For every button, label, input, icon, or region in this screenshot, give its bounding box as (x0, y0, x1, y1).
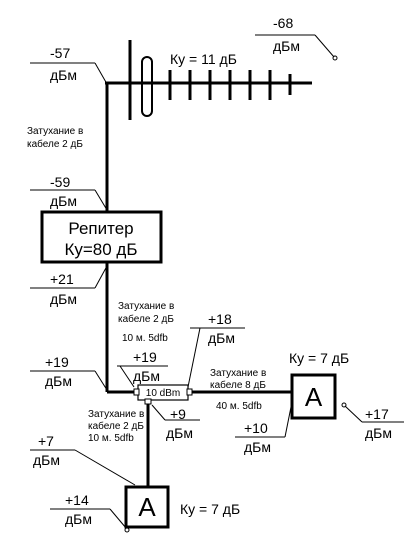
level-value: +21 (50, 271, 74, 287)
level-value: -59 (50, 174, 70, 190)
level-unit: дБм (33, 452, 60, 468)
splitter-label: 10 dBm (146, 388, 180, 399)
level-value: +7 (38, 433, 54, 449)
amp-bottom-gain: Ку = 7 дБ (180, 501, 240, 517)
note-line: кабеле 2 дБ (88, 420, 144, 432)
splitter-port-bottom (144, 398, 152, 405)
level-value: +9 (170, 406, 186, 422)
antenna-dipole (141, 56, 153, 117)
yagi-antenna (105, 40, 312, 120)
amp-right: A (290, 373, 337, 420)
splitter-port-right (186, 388, 193, 396)
repeater-box: Репитер Ку=80 дБ (40, 210, 163, 264)
note-line: Затухание в (88, 409, 144, 420)
level-repeater-out: +21 дБм (30, 265, 108, 307)
probe-point (124, 527, 130, 533)
level-value: +14 (65, 492, 89, 508)
antenna-gain: Ку = 11 дБ (170, 51, 237, 67)
level-amp-bottom-out: +14 дБм (50, 492, 130, 533)
note-line: кабеле 2 дБ (118, 313, 174, 325)
level-value: +19 (45, 354, 69, 370)
splitter-port-in (133, 388, 140, 396)
note-spec: 10 м. 5dfb (122, 333, 168, 344)
level-antenna-out: -57 дБм (30, 45, 108, 85)
level-value: +18 (208, 311, 232, 327)
level-value: +10 (244, 420, 268, 436)
level-repeater-in: -59 дБм (30, 174, 108, 211)
note-line: Затухание в (210, 368, 266, 379)
level-value: +19 (133, 349, 157, 365)
level-amp-bottom-in: +7 дБм (30, 433, 136, 486)
level-amp-right-out: +17 дБм (341, 402, 404, 441)
amp-bottom: A (124, 485, 170, 529)
cable-note-splitter-amp-right: Затухание в кабеле 8 дБ 40 м. 5dfb (210, 368, 266, 412)
amp-letter: A (138, 492, 156, 522)
level-unit: дБм (45, 373, 72, 389)
repeater-gain: Ку=80 дБ (64, 240, 137, 259)
level-splitter-in: +19 дБм (30, 354, 108, 391)
note-line: кабеле 2 дБ (27, 138, 83, 150)
level-unit: дБм (50, 291, 77, 307)
level-antenna-far: -68 дБм (255, 15, 338, 61)
cables (105, 83, 292, 487)
cable-note-antenna-repeater: Затухание в кабеле 2 дБ (27, 126, 83, 150)
probe-point (332, 55, 338, 61)
level-unit: дБм (244, 439, 271, 455)
level-value: -57 (50, 45, 70, 61)
note-line: Затухание в (118, 301, 174, 312)
level-unit: дБм (208, 330, 235, 346)
amp-right-gain: Ку = 7 дБ (289, 350, 349, 366)
repeater-name: Репитер (68, 219, 133, 238)
splitter: 10 dBm (133, 384, 193, 405)
level-splitter-bottom: +9 дБм (151, 404, 200, 441)
amp-letter: A (305, 382, 323, 412)
level-unit: дБм (273, 38, 300, 54)
level-unit: дБм (166, 425, 193, 441)
level-value: +17 (365, 406, 389, 422)
cable-note-repeater-splitter: Затухание в кабеле 2 дБ 10 м. 5dfb (118, 301, 174, 344)
level-splitter-top: +19 дБм (117, 349, 168, 388)
level-unit: дБм (50, 67, 77, 83)
level-unit: дБм (133, 368, 160, 384)
note-spec: 10 м. 5dfb (88, 433, 134, 444)
note-line: кабеле 8 дБ (210, 379, 266, 391)
level-value: -68 (273, 15, 293, 31)
probe-point (341, 402, 347, 408)
note-line: Затухание в (27, 126, 83, 137)
level-splitter-right: +18 дБм (187, 311, 245, 388)
cable-note-splitter-amp-bottom: Затухание в кабеле 2 дБ 10 м. 5dfb (88, 409, 144, 444)
level-amp-right-in: +10 дБм (235, 396, 294, 455)
level-unit: дБм (50, 193, 77, 209)
level-unit: дБм (65, 511, 92, 527)
level-unit: дБм (365, 425, 392, 441)
note-spec: 40 м. 5dfb (216, 401, 262, 412)
